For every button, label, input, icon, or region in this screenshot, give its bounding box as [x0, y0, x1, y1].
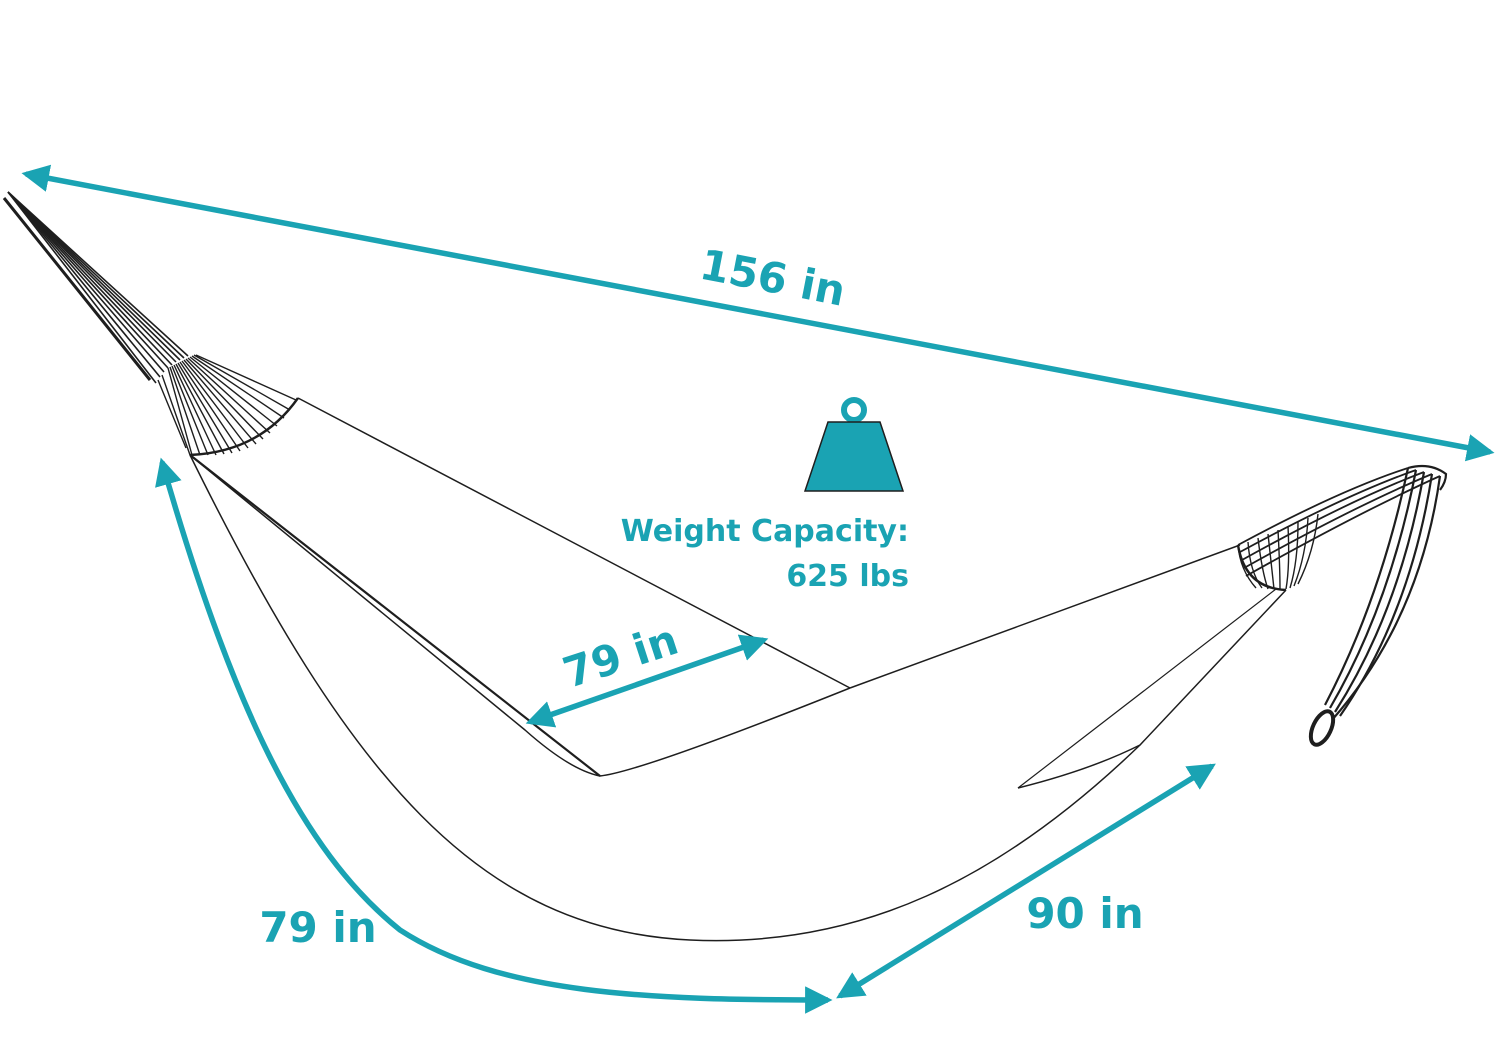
arrow-overall-length [21, 164, 1495, 462]
bed-length-label: 90 in [1026, 889, 1143, 938]
arrow-bed-length [836, 763, 1216, 999]
left-hanging-cords [2, 191, 189, 384]
hammock-bed [189, 397, 1287, 942]
weight-capacity-label: Weight Capacity: [621, 514, 909, 549]
side-length-label: 79 in [259, 903, 376, 952]
dimension-arrows [21, 164, 1495, 1014]
hanging-loop [1308, 709, 1336, 747]
weight-capacity-value: 625 lbs [786, 559, 909, 594]
right-hanging-cords [1237, 464, 1448, 747]
weight-icon [803, 397, 905, 492]
arrow-side-length [155, 457, 833, 1014]
right-spreader-fan [1236, 513, 1319, 592]
left-spreader-fan [157, 354, 299, 457]
bed-width-label: 79 in [557, 615, 684, 698]
